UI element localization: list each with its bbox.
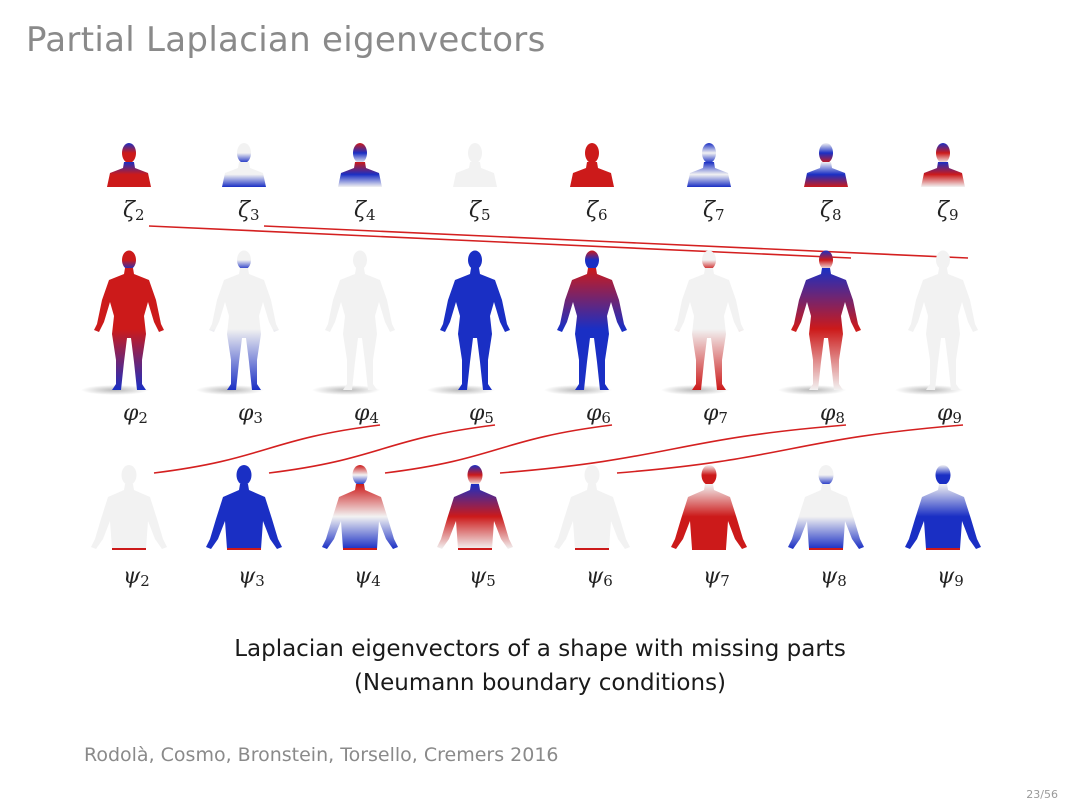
correspondence-line bbox=[153, 424, 381, 474]
shape-φ-3 bbox=[196, 250, 279, 395]
label-φ-5: φ5 bbox=[469, 401, 494, 427]
correspondence-line bbox=[263, 225, 969, 259]
label-φ-7: φ7 bbox=[703, 401, 728, 427]
shape-φ-4 bbox=[312, 250, 395, 395]
caption-line-2: (Neumann boundary conditions) bbox=[353, 670, 727, 696]
label-ψ-3: ψ3 bbox=[238, 564, 265, 590]
shape-ζ-4 bbox=[338, 143, 382, 187]
label-ψ-5: ψ5 bbox=[469, 564, 496, 590]
label-φ-6: φ6 bbox=[586, 401, 611, 427]
correspondence-line bbox=[616, 424, 964, 474]
label-ψ-2: ψ2 bbox=[123, 564, 150, 590]
correspondence-line bbox=[148, 225, 852, 259]
shape-ψ-2 bbox=[91, 465, 167, 550]
caption-line-1: Laplacian eigenvectors of a shape with m… bbox=[234, 636, 846, 662]
shape-ψ-5 bbox=[437, 465, 513, 550]
shape-ζ-9 bbox=[921, 143, 965, 187]
shape-ζ-6 bbox=[570, 143, 614, 187]
label-φ-9: φ9 bbox=[937, 401, 962, 427]
label-φ-4: φ4 bbox=[354, 401, 379, 427]
label-ζ-2: ζ2 bbox=[123, 198, 144, 224]
shape-ψ-4 bbox=[322, 465, 398, 550]
shape-φ-8 bbox=[778, 250, 861, 395]
label-ζ-3: ζ3 bbox=[238, 198, 259, 224]
label-ζ-4: ζ4 bbox=[354, 198, 375, 224]
correspondence-line bbox=[268, 424, 496, 474]
shape-grid bbox=[81, 143, 981, 550]
label-φ-2: φ2 bbox=[123, 401, 148, 427]
shape-ψ-6 bbox=[554, 465, 630, 550]
shape-φ-7 bbox=[661, 250, 744, 395]
shape-ζ-8 bbox=[804, 143, 848, 187]
label-ζ-8: ζ8 bbox=[820, 198, 841, 224]
label-ψ-8: ψ8 bbox=[820, 564, 847, 590]
correspondence-lines bbox=[148, 225, 969, 474]
shape-ψ-8 bbox=[788, 465, 864, 550]
slide-title: Partial Laplacian eigenvectors bbox=[26, 20, 546, 60]
shape-ψ-3 bbox=[206, 465, 282, 550]
citation: Rodolà, Cosmo, Bronstein, Torsello, Crem… bbox=[84, 744, 559, 766]
label-ψ-9: ψ9 bbox=[937, 564, 964, 590]
shape-ψ-9 bbox=[905, 465, 981, 550]
shape-φ-5 bbox=[427, 250, 510, 395]
label-ζ-9: ζ9 bbox=[937, 198, 958, 224]
label-ζ-5: ζ5 bbox=[469, 198, 490, 224]
shape-φ-6 bbox=[544, 250, 627, 395]
label-φ-3: φ3 bbox=[238, 401, 263, 427]
label-ζ-7: ζ7 bbox=[703, 198, 724, 224]
label-ψ-7: ψ7 bbox=[703, 564, 730, 590]
label-ψ-4: ψ4 bbox=[354, 564, 381, 590]
correspondence-line bbox=[499, 424, 847, 474]
shape-ζ-7 bbox=[687, 143, 731, 187]
figure-caption: Laplacian eigenvectors of a shape with m… bbox=[0, 632, 1080, 700]
label-ζ-6: ζ6 bbox=[586, 198, 607, 224]
shape-φ-2 bbox=[81, 250, 164, 395]
label-φ-8: φ8 bbox=[820, 401, 845, 427]
shape-ψ-7 bbox=[671, 465, 747, 550]
correspondence-line bbox=[384, 424, 613, 474]
shape-ζ-5 bbox=[453, 143, 497, 187]
page-number: 23/56 bbox=[1026, 788, 1058, 801]
shape-φ-9 bbox=[895, 250, 978, 395]
shape-ζ-2 bbox=[107, 143, 151, 187]
label-ψ-6: ψ6 bbox=[586, 564, 613, 590]
shape-ζ-3 bbox=[222, 143, 266, 187]
